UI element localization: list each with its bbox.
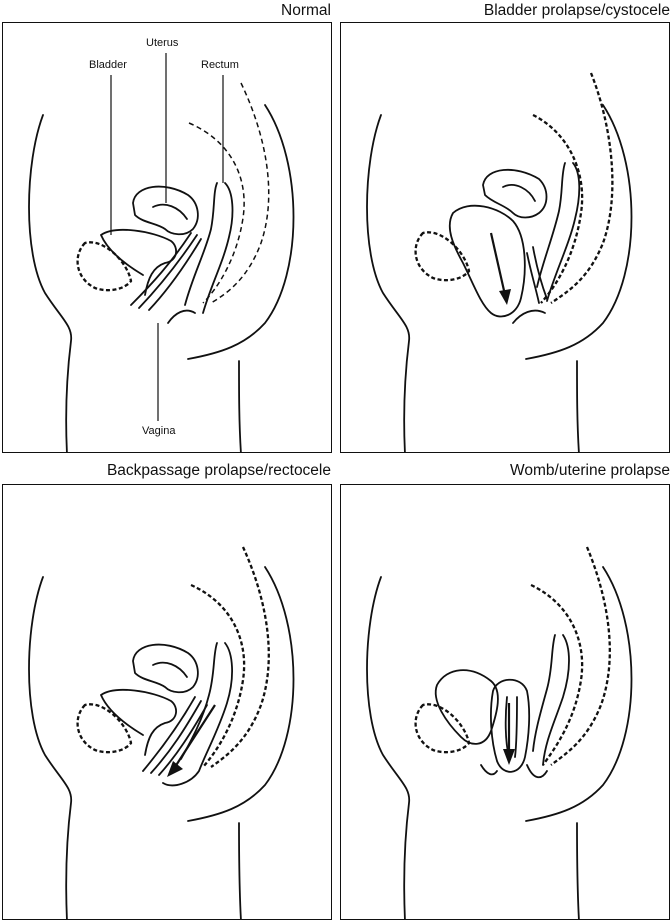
- rectocele-arrow-shaft: [174, 704, 216, 768]
- panel-title-uterine-prolapse: Womb/uterine prolapse: [510, 462, 670, 479]
- rectocele-diagram: [28, 546, 295, 919]
- outer-dashed-curve: [550, 546, 611, 766]
- rectocele-arrow-head: [167, 761, 183, 777]
- uterus: [132, 185, 199, 236]
- anal-canal: [167, 309, 196, 324]
- introitus-tissue: [480, 764, 548, 779]
- outer-dashed-curve: [210, 546, 270, 768]
- uterus-descended: [490, 678, 531, 773]
- front-curve: [187, 566, 295, 822]
- outer-dashed-curve: [210, 82, 270, 304]
- bladder-bulging: [448, 204, 526, 318]
- bladder: [434, 669, 499, 745]
- rectum: [536, 162, 581, 302]
- cystocele-diagram: [366, 72, 633, 452]
- panel-title-cystocele: Bladder prolapse/cystocele: [483, 2, 670, 19]
- inner-dashed-curve: [532, 113, 584, 304]
- thigh-line: [576, 360, 580, 452]
- back-curve: [366, 576, 411, 919]
- panel-title-normal: Normal: [281, 2, 331, 19]
- back-curve: [28, 114, 73, 452]
- label-rectum: Rectum: [201, 59, 239, 71]
- vagina: [130, 232, 202, 311]
- panel-normal: Uterus Bladder Rectum Vagina: [2, 22, 332, 453]
- rectum: [532, 634, 570, 766]
- thigh-line: [576, 822, 580, 919]
- anal-canal: [512, 309, 546, 324]
- descent-arrow-shaft: [489, 232, 507, 296]
- uterine-cavity: [152, 661, 188, 678]
- inner-dashed-curve: [530, 583, 584, 766]
- pubic-bone: [414, 703, 471, 754]
- bladder: [100, 228, 177, 296]
- uterine-cavity: [504, 696, 518, 758]
- back-curve: [28, 576, 73, 919]
- pubic-bone: [76, 703, 133, 754]
- front-curve: [525, 104, 633, 360]
- uterine-cavity: [502, 184, 536, 202]
- panel-cystocele: [340, 22, 670, 453]
- label-uterus: Uterus: [146, 37, 179, 49]
- thigh-line: [238, 822, 242, 919]
- descent-arrow-head: [499, 289, 511, 305]
- panel-title-rectocele: Backpassage prolapse/rectocele: [106, 462, 331, 479]
- panel-uterine-prolapse: [340, 484, 670, 920]
- label-vagina: Vagina: [142, 425, 176, 437]
- uterine-prolapse-diagram: [366, 546, 633, 919]
- uterus: [482, 168, 548, 219]
- inner-dashed-curve: [188, 122, 245, 304]
- pubic-bone: [76, 241, 133, 292]
- rectum: [184, 182, 234, 314]
- vagina: [526, 246, 548, 304]
- bladder: [100, 688, 177, 756]
- inner-dashed-curve: [190, 583, 246, 768]
- back-curve: [366, 114, 411, 452]
- uterine-cavity: [152, 203, 188, 220]
- front-curve: [187, 104, 295, 360]
- pubic-bone: [414, 231, 471, 282]
- panel-rectocele: [2, 484, 332, 920]
- outer-dashed-curve: [550, 72, 614, 304]
- label-bladder: Bladder: [89, 59, 127, 71]
- thigh-line: [238, 360, 242, 452]
- normal-anatomy-diagram: [28, 53, 295, 452]
- vagina: [142, 696, 208, 776]
- uterine-descent-arrow-head: [503, 749, 515, 765]
- uterus: [132, 643, 199, 694]
- front-curve: [525, 566, 633, 822]
